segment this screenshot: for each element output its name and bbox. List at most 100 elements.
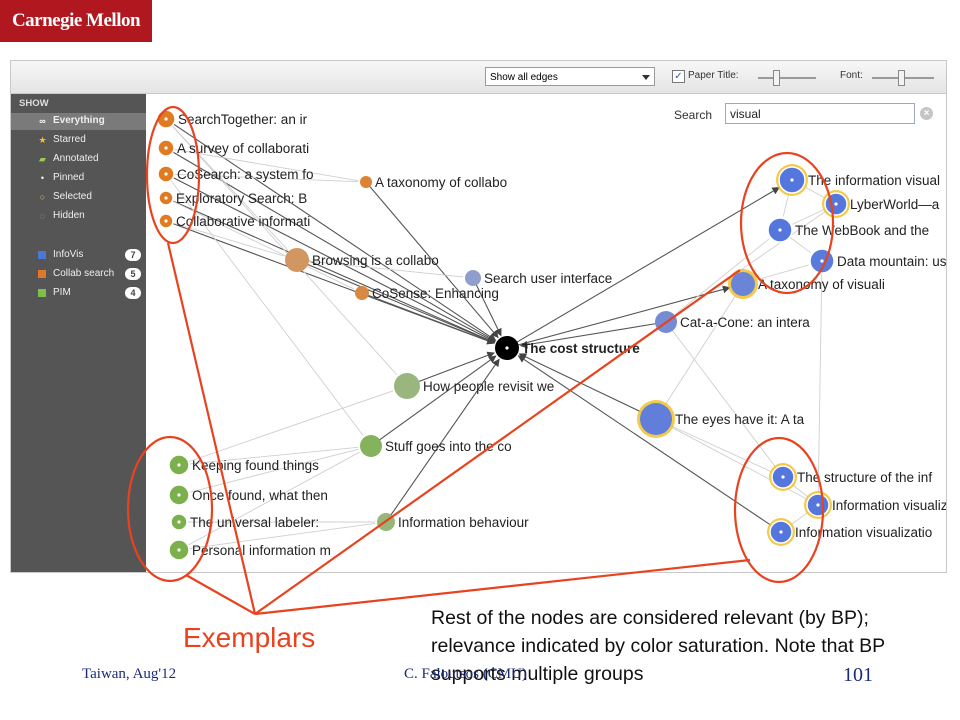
node-label: Stuff goes into the co	[385, 439, 512, 454]
graph-edge	[665, 321, 776, 467]
node-circle	[360, 176, 372, 188]
pin-dot	[164, 219, 168, 223]
node-label: LyberWorld—a	[850, 197, 940, 212]
pin-dot	[164, 146, 168, 150]
graph-edge	[517, 355, 782, 533]
graph-node-s1[interactable]: Search user interface	[465, 270, 612, 286]
search-label: Search	[674, 108, 713, 122]
sidebar-item-label: Starred	[53, 134, 86, 145]
pin-dot	[816, 503, 820, 507]
node-label: Exploratory Search: B	[176, 191, 307, 206]
graph-node-c4[interactable]: Exploratory Search: B	[158, 190, 307, 206]
sidebar-item-label: Hidden	[53, 210, 85, 221]
graph-node-p2[interactable]: Stuff goes into the co	[360, 435, 512, 457]
node-label: SearchTogether: an ir	[178, 112, 308, 127]
graph-node-i1[interactable]: The information visual	[776, 164, 940, 196]
node-label: The universal labeler:	[190, 515, 319, 530]
graph-node-p5[interactable]: Once found, what then	[168, 484, 328, 506]
sidebar-group-pim[interactable]: PIM 4	[11, 285, 146, 302]
graph-node-c2[interactable]: A survey of collaborati	[157, 139, 309, 157]
node-label: CoSense: Enhancing	[372, 286, 499, 301]
footer-left: Taiwan, Aug'12	[82, 666, 177, 682]
node-circle	[360, 435, 382, 457]
sidebar-item-starred[interactable]: ★Starred	[11, 132, 146, 149]
pin-icon: •	[40, 173, 45, 183]
graph-node-i3[interactable]: The WebBook and the	[767, 217, 929, 243]
caption-text: Rest of the nodes are considered relevan…	[431, 607, 885, 685]
graph-node-c8[interactable]: CoSense: Enhancing	[355, 286, 499, 301]
graph-node-c5[interactable]: Collaborative informati	[158, 213, 310, 229]
graph-node-i10[interactable]: Information visualizatio	[767, 518, 932, 546]
node-label: The eyes have it: A ta	[675, 412, 805, 427]
graph-node-c3[interactable]: CoSearch: a system fo	[157, 165, 314, 183]
sidebar-item-selected[interactable]: ○ Selected	[11, 189, 146, 206]
node-label: Personal information m	[192, 543, 331, 558]
pin-dot	[779, 530, 783, 534]
pin-dot	[164, 196, 168, 200]
page-number: 101	[843, 664, 873, 686]
note-icon: ▰	[39, 154, 46, 164]
node-label: A survey of collaborati	[177, 141, 309, 156]
node-circle	[465, 270, 481, 286]
node-label: CoSearch: a system fo	[177, 167, 314, 182]
sidebar-item-pinned[interactable]: •Pinned	[11, 170, 146, 187]
selected-ring-icon: ○	[39, 192, 46, 202]
graph-node-i8[interactable]: The structure of the inf	[769, 463, 932, 491]
font-label: Font:	[840, 70, 863, 81]
graph-edge	[178, 390, 393, 466]
paper-title-checkbox[interactable]: ✓	[672, 70, 685, 83]
search-input[interactable]	[725, 103, 915, 124]
node-label: Information visualiz	[832, 498, 946, 513]
sidebar-item-annotated[interactable]: ▰Annotated	[11, 151, 146, 168]
group-count-badge: 7	[125, 249, 141, 261]
node-circle	[285, 248, 309, 272]
pin-dot	[790, 178, 794, 182]
graph-node-p7[interactable]: Personal information m	[168, 539, 331, 561]
graph-node-p3[interactable]: Information behaviour	[377, 513, 529, 531]
graph-node-i5[interactable]: A taxonomy of visuali	[728, 269, 885, 299]
graph-edge	[296, 259, 496, 344]
sidebar-item-everything[interactable]: ∞Everything	[11, 113, 146, 130]
graph-node-c7[interactable]: Browsing is a collabo	[285, 248, 439, 272]
sidebar-group-label: PIM	[53, 287, 71, 298]
node-label: Once found, what then	[192, 488, 328, 503]
graph-node-i4[interactable]: Data mountain: us	[809, 248, 946, 274]
graph-node-i7[interactable]: The eyes have it: A ta	[637, 400, 805, 438]
paper-title-slider-thumb[interactable]	[773, 70, 780, 86]
graph-node-p6[interactable]: The universal labeler:	[170, 513, 319, 531]
node-circle	[655, 311, 677, 333]
node-label: Data mountain: us	[837, 254, 946, 269]
node-label: Keeping found things	[192, 458, 319, 473]
pointer-line-pim	[185, 574, 256, 615]
node-circle	[377, 513, 395, 531]
font-slider-thumb[interactable]	[898, 70, 905, 86]
graph-node-p4[interactable]: Keeping found things	[168, 454, 319, 476]
edge-filter-select[interactable]: Show all edges	[485, 67, 655, 86]
group-count-badge: 4	[125, 287, 141, 299]
pin-dot	[177, 520, 181, 524]
app-window: Show all edges ✓ Paper Title: Font: SHOW…	[10, 60, 947, 573]
edge-filter-value: Show all edges	[490, 72, 558, 83]
graph-node-c6[interactable]: A taxonomy of collabo	[360, 175, 507, 190]
graph-node-i9[interactable]: Information visualiz	[804, 491, 946, 519]
clear-search-icon[interactable]: ×	[920, 107, 933, 120]
sidebar-item-hidden[interactable]: ◌Hidden	[11, 208, 146, 225]
node-label: The structure of the inf	[797, 470, 932, 485]
paper-title-slider[interactable]	[758, 77, 816, 79]
pin-dot	[177, 548, 181, 552]
graph-node-i6[interactable]: Cat-a-Cone: an intera	[655, 311, 810, 333]
graph-node-i2[interactable]: LyberWorld—a	[822, 190, 940, 218]
pin-dot	[164, 117, 168, 121]
pim-square-icon	[38, 289, 46, 297]
graph-node-c1[interactable]: SearchTogether: an ir	[156, 109, 308, 129]
pin-dot	[834, 202, 838, 206]
sidebar-item-label: Selected	[53, 191, 92, 202]
sidebar-group-label: Collab search	[53, 268, 115, 279]
graph-node-center[interactable]: The cost structure	[495, 336, 640, 360]
node-label: Browsing is a collabo	[312, 253, 439, 268]
graph-canvas[interactable]: SearchTogether: an ir A survey of collabo…	[146, 94, 946, 572]
node-circle	[731, 272, 755, 296]
node-label: A taxonomy of collabo	[375, 175, 507, 190]
